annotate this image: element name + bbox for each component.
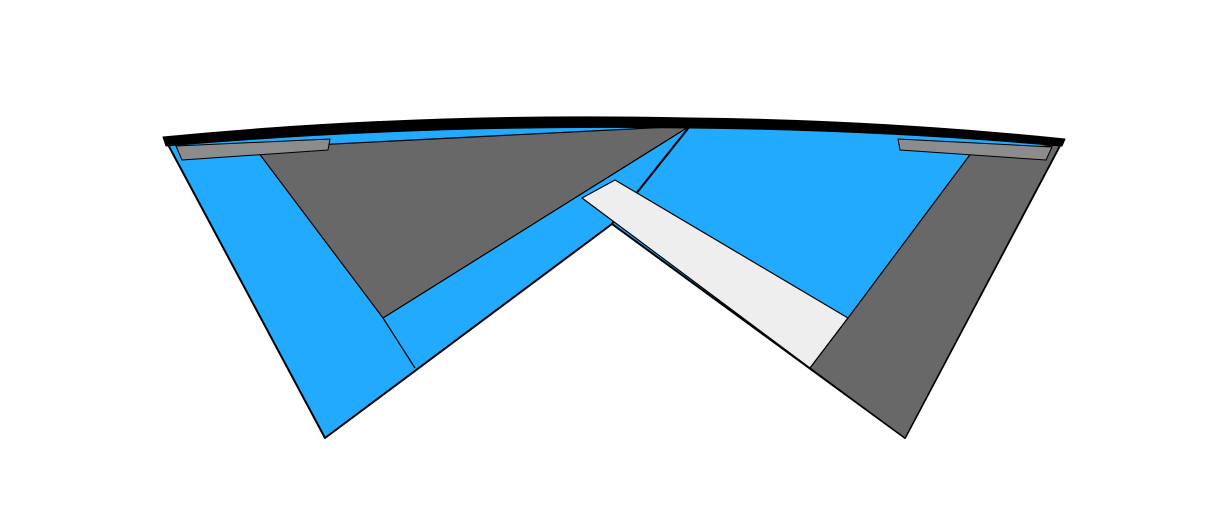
right-edge-tab <box>897 138 1053 161</box>
left-wing-divider-line <box>382 317 416 369</box>
left-wing-gray-panel <box>254 125 691 319</box>
top-rim-edge <box>162 116 1066 147</box>
left-edge-tab <box>175 138 331 161</box>
